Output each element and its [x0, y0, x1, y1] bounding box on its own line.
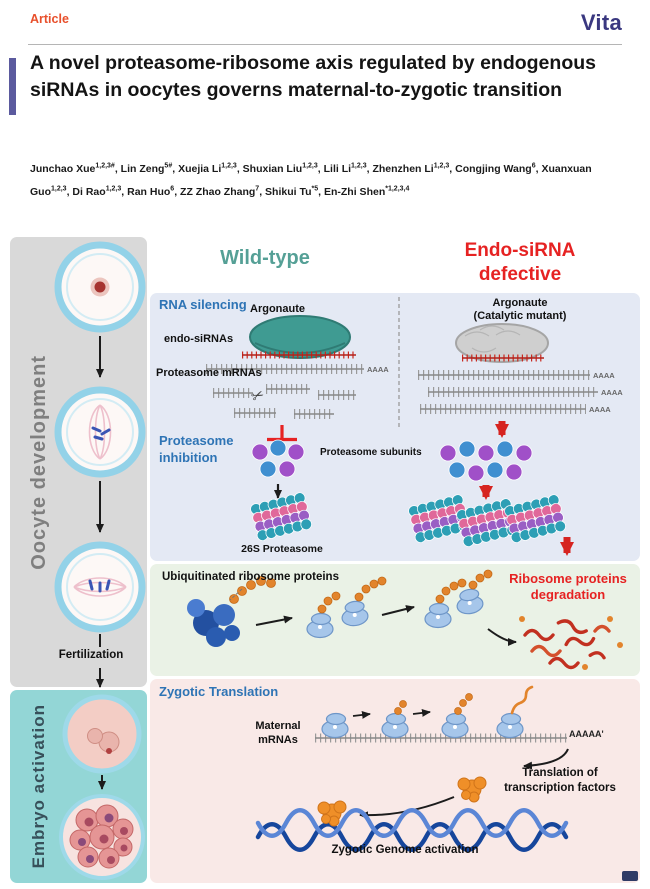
argonaute-mutant [455, 323, 549, 363]
oocyte-development-label: Oocyte development [27, 354, 50, 570]
endo-sirnas-label: endo-siRNAs [164, 333, 234, 345]
header-divider [28, 44, 622, 45]
corner-logo [622, 871, 638, 881]
zygotic-translation-label: Zygotic Translation [159, 684, 279, 699]
author: Di Rao1,2,3 [72, 185, 122, 198]
paper-title: A novel proteasome-ribosome axis regulat… [30, 52, 596, 101]
ubiquitin-chains-mid [317, 576, 387, 614]
author-list: Junchao Xue1,2,3#, Lin Zeng5#, Xuejia Li… [30, 162, 592, 198]
polya-maternal-label: AAAAA' [569, 729, 604, 739]
endo-sirna-defective-header: Endo-siRNA defective [464, 240, 576, 285]
author: Zhenzhen Li1,2,3 [372, 162, 450, 176]
genome-activation-label: Zygotic Genome activation [331, 844, 479, 856]
wild-type-header: Wild-type [220, 247, 310, 269]
journal-logo: Vita [580, 10, 622, 35]
proteasome-mrnas-label: Proteasome mRNAs [156, 367, 262, 379]
proteasome-26s-wt [249, 492, 312, 542]
nascent-peptide-long [510, 685, 534, 715]
ribosomes-mid [306, 599, 370, 639]
pointer-line [229, 588, 243, 601]
proteasome-inhibition-label: Proteasome inhibition [159, 433, 234, 465]
arrow-to-degradation [487, 628, 517, 646]
author: Shikui Tu*5 [265, 185, 319, 198]
fertilization-label: Fertilization [58, 649, 124, 661]
author: Xuanxuan Guo1,2,3 [30, 163, 592, 198]
author: Congjing Wang6 [455, 162, 536, 176]
arrow-translate-2 [412, 708, 431, 717]
author: Lin Zeng5# [120, 162, 173, 176]
argonaute-mutant-label-2: (Catalytic mutant) [473, 310, 567, 322]
polya-def-1: AAAA [593, 371, 615, 380]
author: Lili Li1,2,3 [323, 162, 367, 176]
amino-acid-dots [519, 616, 623, 670]
oocyte-mi [54, 386, 146, 478]
proteasome-subunits-def [439, 440, 533, 482]
dna-helix [255, 808, 569, 852]
figure-graphics: AAAA ✂ [54, 241, 623, 880]
ubiquitin-chains-right [435, 569, 493, 604]
inhibition-symbol [267, 425, 297, 442]
author: Ran Huo6 [127, 185, 175, 198]
translation-tf-label: Translation of transcription factors [504, 767, 616, 794]
translating-ribosomes [321, 712, 524, 739]
arrow-translate-1 [352, 710, 371, 719]
arrow-ribo-1 [255, 615, 293, 626]
zygote [62, 694, 142, 774]
polya-wt: AAAA [367, 365, 389, 374]
oocyte-gv [54, 241, 146, 333]
proteasome-subunits-label: Proteasome subunits [320, 447, 422, 458]
author: Shuxian Liu1,2,3 [242, 162, 318, 176]
proteasome-26s-def-3 [503, 494, 566, 544]
argonaute-wt [249, 315, 351, 359]
nascent-peptides [394, 693, 473, 715]
author: Junchao Xue1,2,3# [30, 162, 115, 176]
polya-def-2: AAAA [601, 388, 623, 397]
argonaute-label: Argonaute [250, 303, 305, 315]
ribosomes-right [424, 586, 485, 629]
morula [59, 794, 145, 880]
author: ZZ Zhao Zhang7 [180, 185, 260, 198]
scissors-icon: ✂ [249, 386, 267, 407]
oocyte-development-label-wrap: Oocyte development [24, 237, 54, 687]
author: En-Zhi Shen*1,2,3,4 [323, 185, 410, 198]
ubiquitinated-ribosome-label: Ubiquitinated ribosome proteins [162, 571, 339, 583]
article-label: Article [30, 12, 69, 26]
arrow-ribo-2 [381, 605, 415, 616]
transcription-factor [457, 776, 487, 803]
ribosome-degradation-label: Ribosome proteins degradation [509, 571, 627, 603]
polya-def-3: AAAA [589, 405, 611, 414]
embryo-activation-label-wrap: Embryo activation [24, 690, 54, 883]
proteasome-subunits-wt [251, 439, 305, 478]
rna-silencing-label: RNA silencing [159, 297, 247, 312]
degraded-proteins [523, 619, 611, 670]
argonaute-mutant-label-1: Argonaute [492, 297, 548, 309]
ubiquitinated-ribosome [187, 576, 276, 647]
arrow-to-tf [523, 748, 569, 770]
graphical-abstract: AAAA ✂ [10, 237, 640, 883]
title-accent-bar [9, 58, 16, 115]
embryo-activation-label: Embryo activation [29, 704, 48, 869]
oocyte-mii [54, 541, 146, 633]
maternal-mrnas-label: Maternal mRNAs [255, 720, 301, 747]
26s-proteasome-label: 26S Proteasome [241, 543, 323, 555]
author: Xuejia Li1,2,3 [178, 162, 237, 176]
mrna-fragments [213, 384, 356, 419]
uncleaved-mrnas [418, 370, 598, 414]
